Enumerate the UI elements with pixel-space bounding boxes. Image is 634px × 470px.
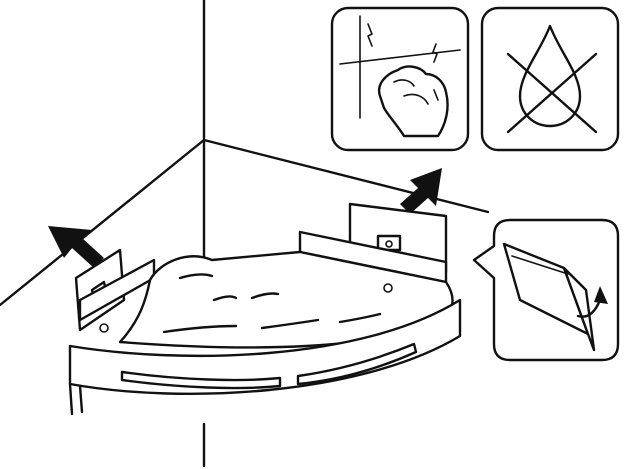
peel-sticker-icon bbox=[502, 242, 608, 352]
room-corner bbox=[0, 0, 490, 468]
no-water-icon bbox=[506, 24, 598, 134]
clean-wall-icon bbox=[339, 15, 461, 138]
clean-wall-panel bbox=[330, 6, 470, 152]
corner-shelf bbox=[68, 230, 462, 416]
no-water-panel bbox=[480, 6, 620, 152]
arrow-right-up-icon bbox=[400, 168, 442, 214]
arrow-left-up-icon bbox=[48, 226, 104, 268]
peel-sticker-panel bbox=[472, 218, 620, 362]
